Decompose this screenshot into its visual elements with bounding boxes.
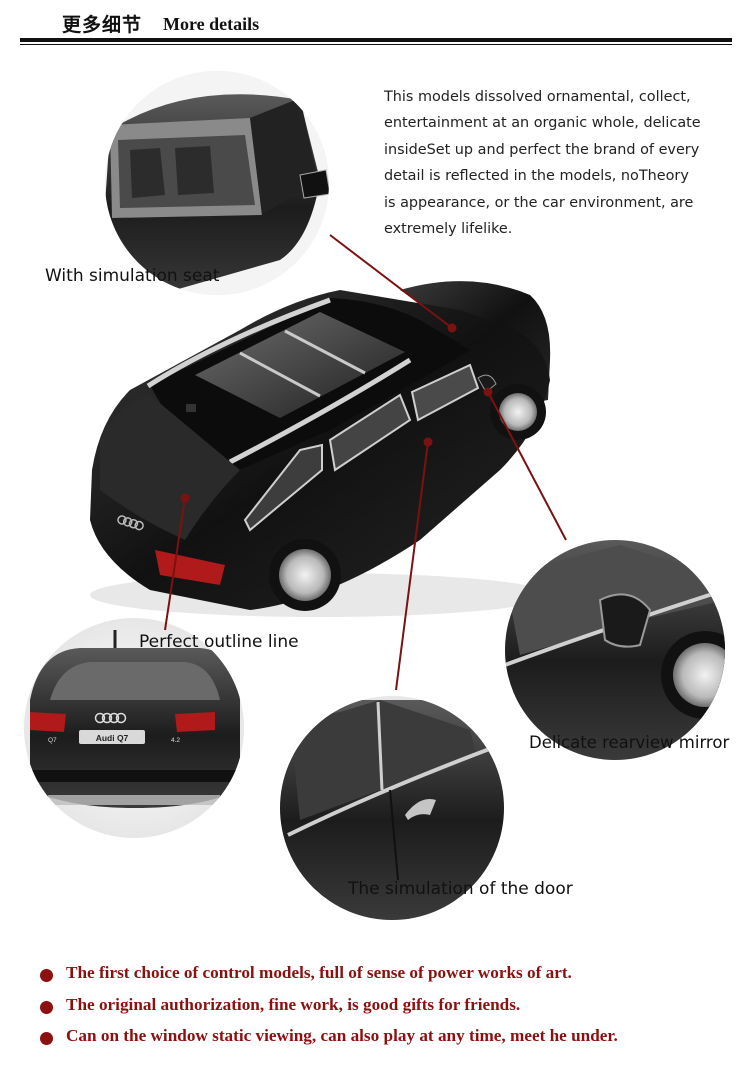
header-rule-thick [20, 38, 732, 42]
detail-circle-mirror [505, 540, 725, 760]
intro-line: extremely lifelike. [384, 221, 513, 238]
intro-line: entertainment at an organic whole, delic… [384, 115, 701, 132]
intro-line: This models dissolved ornamental, collec… [384, 89, 691, 105]
callout-seat: With simulation seat [45, 266, 220, 286]
intro-line: insideSet up and perfect the brand of ev… [384, 141, 700, 158]
leader-dot-door [423, 437, 433, 447]
leader-dots [180, 323, 493, 503]
callout-door: The simulation of the door [348, 879, 573, 899]
callout-outline: Perfect outline line [139, 632, 299, 652]
intro-paragraph: This models dissolved ornamental, collec… [384, 84, 714, 242]
title-english: More details [163, 14, 260, 34]
bullet-dot-icon [40, 1032, 53, 1045]
leader-line-outline [164, 497, 186, 631]
leader-dot-outline [180, 493, 190, 503]
main-car-image [90, 281, 551, 617]
intro-line: detail is reflected in the models, noThe… [384, 168, 689, 185]
feature-item: The original authorization, fine work, i… [40, 995, 740, 1027]
leader-lines [164, 234, 567, 691]
callout-mirror: Delicate rearview mirror [529, 733, 730, 752]
detail-circle-rear: Audi Q7 Q7 4.2 [24, 618, 244, 838]
title-chinese: 更多细节 [62, 14, 143, 36]
leader-line-door [395, 441, 429, 691]
car-badge-left: Q7 [48, 737, 57, 744]
leader-line-seat [329, 234, 453, 329]
feature-text: The original authorization, fine work, i… [66, 994, 521, 1014]
leader-dot-mirror [483, 387, 493, 397]
bullet-dot-icon [40, 969, 53, 982]
feature-item: The first choice of control models, full… [40, 963, 740, 995]
leader-dot-seat [447, 323, 457, 333]
header-rule-thin [20, 44, 732, 45]
car-badge-right: 4.2 [171, 737, 180, 744]
feature-item: Can on the window static viewing, can al… [40, 1026, 740, 1058]
leader-line-mirror [487, 391, 567, 541]
feature-text: Can on the window static viewing, can al… [66, 1026, 618, 1045]
car-badge: Audi Q7 [96, 733, 129, 743]
feature-text: The first choice of control models, full… [66, 963, 572, 982]
feature-list: The first choice of control models, full… [40, 963, 740, 1058]
detail-circle-seat [105, 71, 329, 295]
bullet-dot-icon [40, 1000, 53, 1014]
intro-line: is appearance, or the car environment, a… [384, 194, 694, 211]
section-header: 更多细节 More details [20, 6, 732, 46]
detail-circle-door [280, 696, 504, 920]
